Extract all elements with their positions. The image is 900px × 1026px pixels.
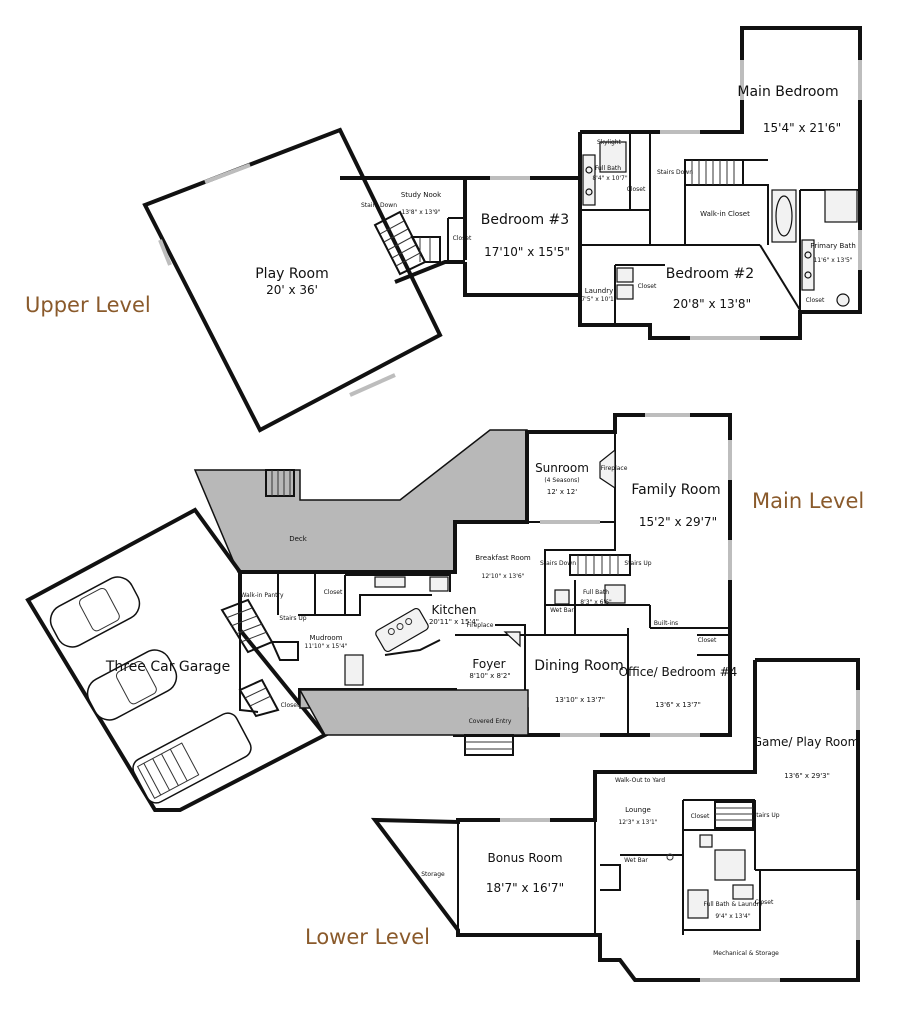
storage-label: Storage (421, 871, 445, 878)
built-ins-label: Built-ins (654, 620, 678, 627)
play-room-walls (142, 127, 443, 433)
closet-primary-label: Closet (806, 297, 825, 304)
full-bath-laundry-dim: 9'4" x 13'4" (715, 913, 751, 920)
garage-label: Three Car Garage (105, 659, 230, 675)
mudroom-label: Mudroom (309, 634, 342, 642)
full-bath-main-dim: 8'3" x 6'6" (580, 599, 612, 606)
family-room-label: Family Room (631, 482, 720, 498)
stairs-down-up-label: Stairs Down (657, 169, 693, 176)
truck-icon (132, 712, 252, 804)
closet-office-label: Closet (698, 637, 717, 644)
lower-level-label: Lower Level (305, 925, 430, 949)
closet-up-label: Closet (627, 186, 646, 193)
garage-walls (25, 507, 329, 812)
stairs-down-study-label: Stairs Down (361, 202, 397, 209)
bedroom3-dim: 17'10" x 15'5" (484, 245, 570, 259)
dining-room-dim: 13'10" x 13'7" (555, 696, 605, 704)
bonus-room-dim: 18'7" x 16'7" (486, 881, 564, 895)
car-1-icon (49, 576, 141, 648)
play-room-dim: 20' x 36' (266, 283, 318, 297)
lounge-label: Lounge (625, 806, 651, 814)
kitchen-label: Kitchen (431, 603, 476, 617)
laundry-dim: 7'5" x 10'1" (581, 296, 617, 303)
lower-level (370, 658, 860, 982)
wet-bar-main-label: Wet Bar (550, 607, 574, 614)
study-nook-stairs (373, 210, 441, 276)
deck-shape (193, 429, 528, 573)
covered-entry-label: Covered Entry (469, 718, 512, 725)
foyer-label: Foyer (472, 657, 505, 671)
sunroom-sub: (4 Seasons) (544, 477, 579, 484)
sunroom-label: Sunroom (535, 461, 589, 475)
foyer-dim: 8'10" x 8'2" (469, 672, 510, 680)
upper-level (142, 26, 862, 433)
stairs-up-mudroom-label: Stairs Up (279, 615, 306, 622)
office-dim: 13'6" x 13'7" (655, 701, 701, 709)
full-bath-main-label: Full Bath (583, 589, 609, 596)
stairs-down-main-label: Stairs Down (540, 560, 576, 567)
car-2-icon (86, 649, 178, 721)
mudroom-dim: 11'10" x 15'4" (305, 643, 348, 650)
main-level (25, 413, 732, 812)
bedroom3-label: Bedroom #3 (481, 212, 569, 228)
laundry-label: Laundry (585, 287, 614, 295)
game-room-label: Game/ Play Room (753, 735, 860, 749)
stairs-up-main-label: Stairs Up (624, 560, 651, 567)
main-bedroom-label: Main Bedroom (737, 84, 838, 100)
sunroom-dim: 12' x 12' (547, 488, 577, 496)
full-bath-up-dim: 8'4" x 10'7" (592, 175, 628, 182)
upper-level-label: Upper Level (25, 293, 151, 317)
study-nook-label: Study Nook (401, 191, 442, 199)
closet-lower-label: Closet (691, 813, 710, 820)
breakfast-room-label: Breakfast Room (475, 554, 531, 562)
skylight-label: Skylight (597, 139, 622, 146)
fireplace-sunroom-label: Fireplace (601, 465, 628, 472)
study-nook-dim: 13'8" x 13'9" (401, 209, 440, 216)
deck-label: Deck (289, 535, 308, 543)
stairs-up-lower-label: Stairs Up (752, 812, 779, 819)
lounge-dim: 12'3" x 13'1" (618, 819, 657, 826)
bonus-room-label: Bonus Room (487, 851, 562, 865)
primary-bath-dim: 11'6" x 13'5" (813, 257, 852, 264)
fireplace-foyer-label: Fireplace (467, 622, 494, 629)
wet-bar-lower-label: Wet Bar (624, 857, 648, 864)
kitchen-dim: 20'11" x 15'4" (429, 618, 479, 626)
walk-in-pantry-label: Walk-in Pantry (240, 592, 284, 599)
main-level-label: Main Level (752, 489, 864, 513)
breakfast-room-dim: 12'10" x 13'6" (482, 573, 525, 580)
game-room-dim: 13'6" x 29'3" (784, 772, 830, 780)
office-label: Office/ Bedroom #4 (619, 665, 738, 679)
closet-garage-label: Closet (281, 702, 300, 709)
mechanical-label: Mechanical & Storage (713, 950, 779, 957)
primary-bath-label: Primary Bath (810, 242, 856, 250)
play-room-label: Play Room (255, 266, 329, 282)
family-room-dim: 15'2" x 29'7" (639, 515, 717, 529)
garage-stairs (220, 598, 299, 718)
kitchen-island (375, 607, 429, 653)
closet-bed3-label: Closet (453, 235, 472, 242)
walk-out-label: Walk-Out to Yard (615, 777, 665, 784)
walk-in-closet-label: Walk-in Closet (700, 210, 750, 218)
bedroom2-dim: 20'8" x 13'8" (673, 297, 751, 311)
bedroom2-label: Bedroom #2 (666, 266, 754, 282)
closet-mech-label: Closet (755, 899, 774, 906)
main-bedroom-dim: 15'4" x 21'6" (763, 121, 841, 135)
dining-room-label: Dining Room (534, 658, 624, 674)
closet-mudroom-label: Closet (324, 589, 343, 596)
full-bath-up-label: Full Bath (595, 165, 621, 172)
closet-laundry-label: Closet (638, 283, 657, 290)
full-bath-laundry-label: Full Bath & Laundry (703, 901, 763, 908)
